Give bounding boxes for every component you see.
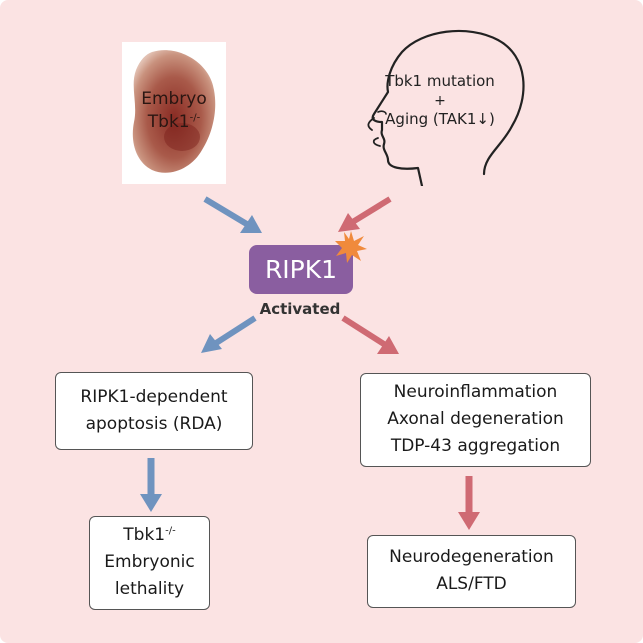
activated-label: Activated (259, 300, 341, 318)
neuro-line1: Neuroinflammation (393, 382, 558, 402)
tbk-genotype-base: Tbk1 (123, 525, 166, 545)
embryo-genotype: Tbk1-/- (122, 112, 226, 132)
embryonic-lethality-box: Tbk1-/- Embryonic lethality (89, 516, 210, 610)
arrow-head-to-ripk1 (338, 196, 392, 232)
tbk-line2: Embryonic (104, 552, 195, 572)
neurodegeneration-box: Neurodegeneration ALS/FTD (367, 535, 576, 608)
als-line2: ALS/FTD (436, 574, 507, 594)
embryo-genotype-base: Tbk1 (147, 112, 190, 132)
als-line1: Neurodegeneration (389, 547, 554, 567)
tbk-line3: lethality (114, 579, 185, 599)
embryo-photo (132, 50, 216, 173)
embryo-label: Embryo (141, 89, 207, 109)
neuroinflammation-box: Neuroinflammation Axonal degeneration TD… (360, 373, 591, 467)
neuro-line2: Axonal degeneration (387, 409, 564, 429)
head-label-aging: Aging (TAK1↓) (385, 110, 495, 128)
arrow-ripk1-to-neuro (341, 315, 399, 354)
rda-line1: RIPK1-dependent (80, 387, 228, 407)
arrow-neuro-to-als (458, 476, 480, 530)
arrow-ripk1-to-rda (201, 315, 257, 353)
neuro-line3: TDP-43 aggregation (390, 436, 561, 456)
rda-line2: apoptosis (RDA) (85, 414, 223, 434)
tbk-genotype-sup: -/- (165, 525, 176, 537)
ripk1-box: RIPK1 (249, 245, 353, 294)
arrow-embryo-to-ripk1 (203, 196, 262, 233)
head-label-mutation: Tbk1 mutation (385, 72, 495, 90)
embryo-image: Embryo Tbk1-/- (122, 42, 226, 184)
head-label-plus: + (434, 93, 446, 109)
embryo-genotype-sup: -/- (189, 112, 201, 124)
human-head-icon (367, 29, 525, 186)
rda-box: RIPK1-dependent apoptosis (RDA) (55, 372, 253, 450)
activation-burst-icon (335, 231, 367, 263)
tbk-genotype: Tbk1-/- (90, 522, 209, 549)
arrow-rda-to-tbk (140, 458, 162, 512)
